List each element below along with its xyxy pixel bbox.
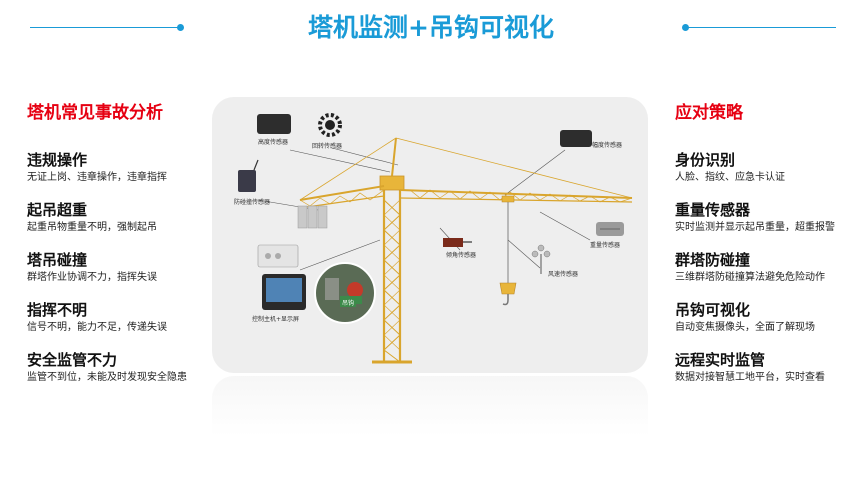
- right-item-desc: 自动变焦摄像头，全面了解现场: [675, 322, 815, 333]
- left-item-title: 安全监管不力: [27, 351, 118, 369]
- weight-sensor-icon: [596, 222, 624, 236]
- label-anticollision-sensor: 防碰撞传感器: [234, 199, 271, 206]
- hook-icon: [499, 282, 517, 295]
- left-item-desc: 起重吊物重量不明，强制起吊: [27, 222, 157, 233]
- right-item-desc: 人脸、指纹、应急卡认证: [675, 172, 785, 183]
- right-item-desc: 实时监测并显示起吊重量，超重报警: [675, 222, 835, 233]
- camera-view-icon: [314, 262, 376, 324]
- right-item: 群塔防碰撞 三维群塔防碰撞算法避免危险动作: [675, 250, 825, 286]
- right-item-title: 重量传感器: [675, 201, 751, 219]
- title-line-left: [30, 27, 178, 28]
- left-item-desc: 监管不到位，未能及时发现安全隐患: [27, 372, 187, 383]
- counterweight: [297, 205, 328, 229]
- right-item: 远程实时监管 数据对接智慧工地平台，实时查看: [675, 350, 825, 386]
- label-wind-sensor: 风速传感器: [548, 271, 579, 278]
- left-item: 安全监管不力 监管不到位，未能及时发现安全隐患: [27, 350, 187, 386]
- left-item-desc: 群塔作业协调不力，指挥失误: [27, 272, 157, 283]
- left-item: 塔吊碰撞 群塔作业协调不力，指挥失误: [27, 250, 157, 286]
- right-item-desc: 三维群塔防碰撞算法避免危险动作: [675, 272, 825, 283]
- right-item: 重量传感器 实时监测并显示起吊重量，超重报警: [675, 200, 835, 236]
- display-screen-icon: [262, 274, 306, 310]
- label-rotation-sensor: 回转传感器: [312, 143, 343, 150]
- left-item: 违规操作 无证上岗、违章操作，违章指挥: [27, 150, 167, 186]
- right-item-title: 远程实时监管: [675, 351, 766, 369]
- right-item: 身份识别 人脸、指纹、应急卡认证: [675, 150, 785, 186]
- left-item-title: 违规操作: [27, 151, 88, 169]
- left-item-title: 起吊超重: [27, 201, 88, 219]
- right-item-desc: 数据对接智慧工地平台，实时查看: [675, 372, 825, 383]
- right-heading: 应对策略: [675, 103, 743, 123]
- amplitude-sensor-icon: [560, 130, 592, 147]
- left-heading: 塔机常见事故分析: [27, 103, 163, 123]
- page-title: 塔机监测+吊钩可视化: [308, 13, 554, 42]
- right-item: 吊钩可视化 自动变焦摄像头，全面了解现场: [675, 300, 815, 336]
- label-height-sensor: 高度传感器: [258, 139, 289, 146]
- left-item-desc: 无证上岗、违章操作，违章指挥: [27, 172, 167, 183]
- tilt-sensor-icon: [443, 238, 472, 247]
- camera-badge: 吊钩: [340, 298, 357, 307]
- control-box-icon: [257, 244, 299, 268]
- label-controller: 控制主机+显示屏: [252, 316, 300, 323]
- panel-reflection: [212, 376, 648, 436]
- tower-crane: [299, 137, 633, 364]
- wind-sensor-icon: [531, 244, 551, 274]
- title-line-right: [688, 27, 836, 28]
- label-amplitude-sensor: 幅度传感器: [592, 142, 623, 149]
- label-tilt-sensor: 倾角传感器: [446, 252, 477, 259]
- label-weight-sensor: 重量传感器: [590, 242, 621, 249]
- right-item-title: 身份识别: [675, 151, 736, 169]
- right-item-title: 吊钩可视化: [675, 301, 751, 319]
- left-item-desc: 信号不明，能力不足，传递失误: [27, 322, 167, 333]
- left-item: 起吊超重 起重吊物重量不明，强制起吊: [27, 200, 157, 236]
- left-item: 指挥不明 信号不明，能力不足，传递失误: [27, 300, 167, 336]
- anticollision-sensor-icon: [238, 170, 256, 192]
- title-dot-left: [177, 24, 184, 31]
- trolley: [501, 195, 515, 203]
- left-item-title: 塔吊碰撞: [27, 251, 88, 269]
- rotation-sensor-icon: [318, 113, 342, 137]
- height-sensor-icon: [257, 114, 291, 134]
- title-dot-right: [682, 24, 689, 31]
- right-item-title: 群塔防碰撞: [675, 251, 751, 269]
- left-item-title: 指挥不明: [27, 301, 88, 319]
